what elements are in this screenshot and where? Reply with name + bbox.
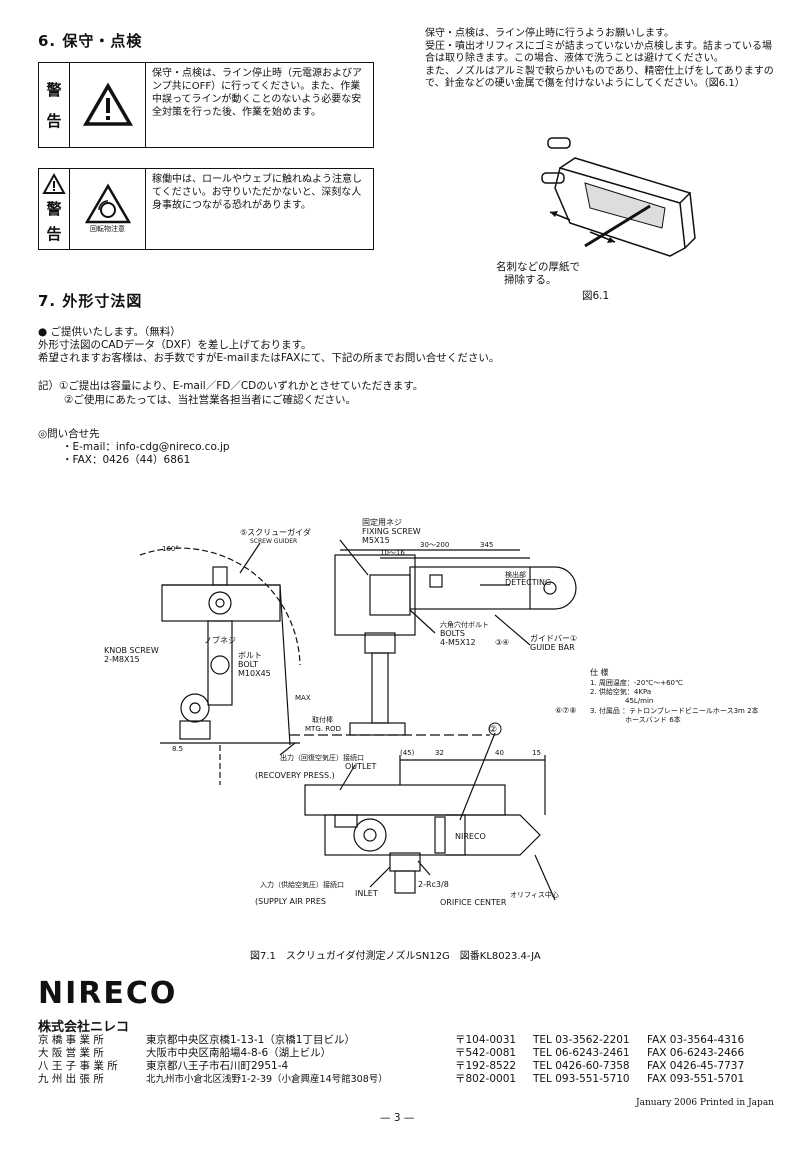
dim-max: MAX xyxy=(295,694,311,702)
hex-bolt-size: 4-M5X12 xyxy=(440,638,476,647)
maintenance-text: 保守・点検は、ライン停止時に行うようお願いします。 受圧・噴出オリフィスにゴミが… xyxy=(425,28,774,89)
warning-text-2: 稼働中は、ロールやウェブに触れぬよう注意してください。お守りいただかないと、深刻… xyxy=(152,174,362,211)
knob-screw-jp: ノブネジ xyxy=(204,635,236,645)
warning-text-1: 保守・点検は、ライン停止時（元電源およびアンプ共にOFF）に行ってください。また… xyxy=(152,68,362,118)
note-1: 記）①ご提出は容量により、E-mail／FD／CDのいずれかとさせていただきます… xyxy=(38,380,424,392)
small-caution-icon xyxy=(42,172,66,194)
office-row: 八 王 子 事 業 所 東京都八王子市石川町2951-4 〒192-8522 T… xyxy=(38,1060,745,1072)
fixing-screw-jp: 固定用ネジ xyxy=(362,517,402,527)
cleaning-note-line2: 掃除する。 xyxy=(504,274,557,286)
fixing-screw-size: M5X15 xyxy=(362,536,390,545)
outlet-en: OUTLET xyxy=(345,762,377,771)
bolt-size: M10X45 xyxy=(238,669,271,678)
caution-triangle-icon xyxy=(70,63,146,147)
dim-45: (45) xyxy=(400,749,415,757)
dim-160deg: 160° xyxy=(162,545,179,553)
warning-box-1: 警告 保守・点検は、ライン停止時（元電源およびアンプ共にOFF）に行ってください… xyxy=(38,62,374,148)
knob-screw-en: KNOB SCREW xyxy=(104,646,159,655)
fixing-screw-en: FIXING SCREW xyxy=(362,527,421,536)
hex-bolt-jp: 六角穴付ボルト xyxy=(440,620,489,629)
orifice-center-jp: オリフィス中心 xyxy=(510,890,559,899)
spec-3-refs: ⑥⑦⑧ xyxy=(555,706,577,715)
note-2: ②ご使用にあたっては、当社営業各担当者にご確認ください。 xyxy=(64,394,356,406)
dim-10-16: 10〜16 xyxy=(380,549,405,557)
bolt-en: BOLT xyxy=(238,660,258,669)
detecting-en: DETECTING xyxy=(505,578,551,587)
section7-title: 7. 外形寸法図 xyxy=(38,292,143,310)
rotating-hazard-icon: 回転物注意 xyxy=(70,169,146,249)
section6-title: 6. 保守・点検 xyxy=(38,32,143,50)
guide-bar-en: GUIDE BAR xyxy=(530,643,575,652)
office-row: 九 州 出 張 所 北九州市小倉北区浅野1-2-39（小倉興産14号館308号）… xyxy=(38,1073,745,1085)
knob-screw-size: 2-M8X15 xyxy=(104,655,140,664)
contact-email: ・E-mail：info-cdg@nireco.co.jp xyxy=(62,441,230,453)
rotating-hazard-caption: 回転物注意 xyxy=(90,225,125,233)
office-row: 京 橋 事 業 所 東京都中央区京橋1-13-1（京橋1丁目ビル） 〒104-0… xyxy=(38,1034,745,1046)
inlet-jp: 入力（供給空気圧）接続口 xyxy=(260,880,344,889)
mtg-rod-en: MTG. ROD xyxy=(305,725,341,733)
offer-line: ● ご提供いたします。（無料） xyxy=(38,326,181,338)
rc-thread-label: 2-Rc3/8 xyxy=(418,880,449,889)
spec-2b: 45L/min xyxy=(625,697,653,705)
supply-label: (SUPPLY AIR PRES xyxy=(255,897,326,906)
bolt-jp: ボルト xyxy=(238,651,262,660)
hex-bolt-en: BOLTS xyxy=(440,629,465,638)
mtg-rod-jp: 取付棒 xyxy=(312,715,333,724)
print-note: January 2006 Printed in Japan xyxy=(636,1098,774,1108)
dim-30-200: 30〜200 xyxy=(420,541,449,549)
spec-2a: 2. 供給空気：4KPa xyxy=(590,687,651,696)
orifice-center-en: ORIFICE CENTER xyxy=(440,898,507,907)
page-number: — 3 — xyxy=(380,1112,415,1124)
office-list: 京 橋 事 業 所 東京都中央区京橋1-13-1（京橋1丁目ビル） 〒104-0… xyxy=(38,1034,748,1086)
inlet-en: INLET xyxy=(355,889,378,898)
dim-345: 345 xyxy=(480,541,493,549)
contact-fax: ・FAX：0426（44）6861 xyxy=(62,454,191,466)
figure-6-1-caption: 図6.1 xyxy=(582,290,610,302)
office-row: 大 阪 営 業 所 大阪市中央区南船場4-8-6（湖上ビル） 〒542-0081… xyxy=(38,1047,745,1059)
figure-7-1-caption: 図7.1 スクリュガイダ付測定ノズルSN12G 図番KL8023.4-JA xyxy=(250,951,541,962)
company-name: 株式会社ニレコ xyxy=(38,1020,130,1035)
spec-1: 1. 周囲温度：-20℃〜+60℃ xyxy=(590,678,683,687)
contact-title: ◎問い合せ先 xyxy=(38,428,100,440)
dim-15: 15 xyxy=(532,749,541,757)
balloon-2: ② xyxy=(489,725,497,735)
hex-bolt-ref: ③④ xyxy=(495,638,509,647)
outlet-jp: 出力（回復空気圧）接続口 xyxy=(280,753,364,762)
warning-label-2: 警告 xyxy=(39,169,70,249)
detecting-jp: 検出部 xyxy=(505,570,526,579)
spec-3a: 3. 付属品 ：テトロンブレードビニールホース3m 2本 xyxy=(590,706,759,715)
cleaning-note-line1: 名刺などの厚紙で xyxy=(496,261,580,273)
warning-box-2: 警告 回転物注意 稼働中は、ロールやウェブに触れぬよう注意してください。お守りい… xyxy=(38,168,374,250)
nireco-nozzle-mark: NIRECO xyxy=(455,832,486,841)
guide-bar-jp: ガイドバー① xyxy=(530,633,577,643)
spec-title: 仕 様 xyxy=(590,667,609,677)
request-line: 希望されますお客様は、お手数ですがE-mailまたはFAXにて、下記の所までお問… xyxy=(38,352,500,364)
dimension-drawing: ⑤スクリューガイダ SCREW GUIDER 固定用ネジ FIXING SCRE… xyxy=(104,517,759,907)
nireco-logo: NIRECO xyxy=(38,976,178,1011)
screw-guider-en: SCREW GUIDER xyxy=(250,538,297,545)
screw-guider-label: ⑤スクリューガイダ xyxy=(240,527,311,537)
dim-40: 40 xyxy=(495,749,504,757)
cad-line: 外形寸法図のCADデータ（DXF）を差し上げております。 xyxy=(38,339,312,351)
dim-32: 32 xyxy=(435,749,444,757)
recovery-label: (RECOVERY PRESS.) xyxy=(255,771,335,780)
dim-8-5: 8.5 xyxy=(172,745,183,753)
warning-label: 警告 xyxy=(39,63,70,147)
spec-3b: ホースバンド 6本 xyxy=(625,715,681,724)
nozzle-cleaning-illustration xyxy=(541,137,696,257)
